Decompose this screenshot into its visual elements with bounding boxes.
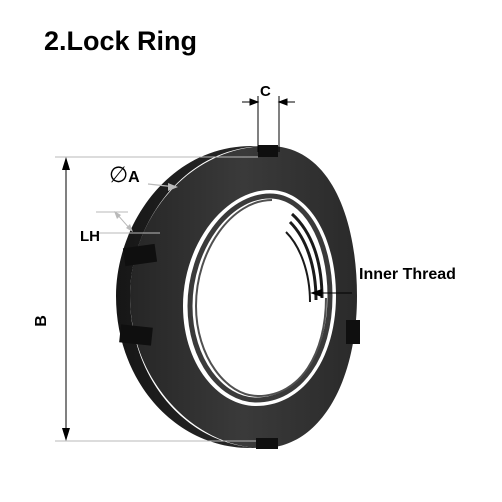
dimension-b-arrow-bottom <box>62 428 70 441</box>
dimension-a-leader <box>147 183 178 191</box>
diameter-symbol: ∅ <box>109 163 129 188</box>
ring-face <box>130 146 357 448</box>
dimension-c-arrow-left <box>249 98 260 106</box>
page-title: 2.Lock Ring <box>44 26 198 56</box>
ring-slots <box>119 145 360 449</box>
dimension-a-text: A <box>128 169 140 186</box>
slot-left-lower <box>119 324 153 346</box>
inner-thread-leader <box>310 289 352 297</box>
dimension-lh-label: LH <box>80 228 100 245</box>
dimension-lh-leader <box>96 211 160 234</box>
inner-thread <box>187 193 333 403</box>
dimension-b <box>55 156 258 442</box>
dimension-c <box>242 96 295 152</box>
dimension-b-arrow-top <box>62 157 70 170</box>
slot-top <box>258 145 278 157</box>
inner-thread-label: Inner Thread <box>359 266 456 283</box>
dimension-a-label: ∅A <box>109 163 140 188</box>
dimension-c-label: C <box>260 83 271 100</box>
slot-bottom <box>256 438 278 449</box>
slot-left-upper <box>122 243 158 267</box>
slot-right <box>346 320 360 344</box>
dimension-c-arrow-right <box>277 98 288 106</box>
dimension-b-label: B <box>32 315 50 327</box>
